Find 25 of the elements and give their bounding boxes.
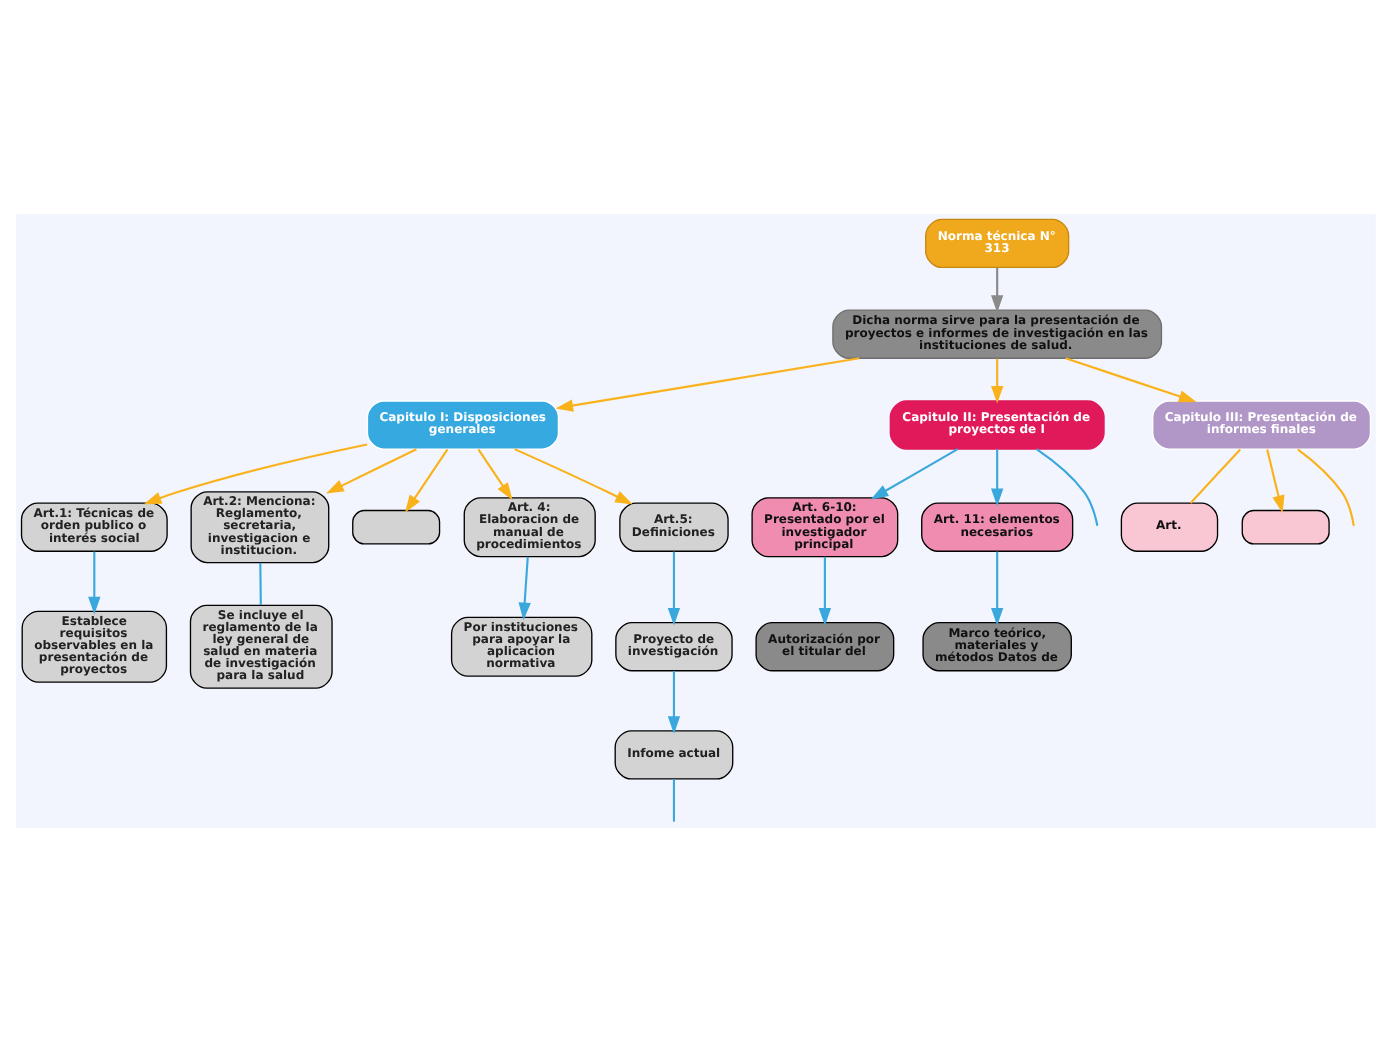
connector: [1035, 447, 1099, 525]
arrow: [667, 669, 681, 733]
connector: [1297, 447, 1355, 525]
connector: [672, 778, 676, 821]
node-box: [1241, 508, 1330, 544]
arrow: [991, 448, 1004, 506]
arrow: [870, 447, 959, 499]
arrow: [88, 550, 101, 614]
arrow: [477, 447, 513, 500]
arrow: [1065, 356, 1197, 402]
arrow: [818, 555, 832, 625]
arrow: [326, 447, 417, 493]
arrow: [667, 550, 681, 625]
connector: [1189, 447, 1242, 503]
arrow: [143, 442, 368, 504]
arrow: [514, 447, 633, 504]
arrow: [991, 266, 1004, 312]
node-box: [352, 508, 441, 544]
arrow: [1266, 448, 1285, 513]
arrow: [404, 447, 449, 512]
arrow: [991, 550, 1004, 625]
arrow: [991, 357, 1004, 403]
connector: [259, 561, 262, 605]
arrow: [555, 356, 860, 411]
arrow: [518, 555, 531, 620]
